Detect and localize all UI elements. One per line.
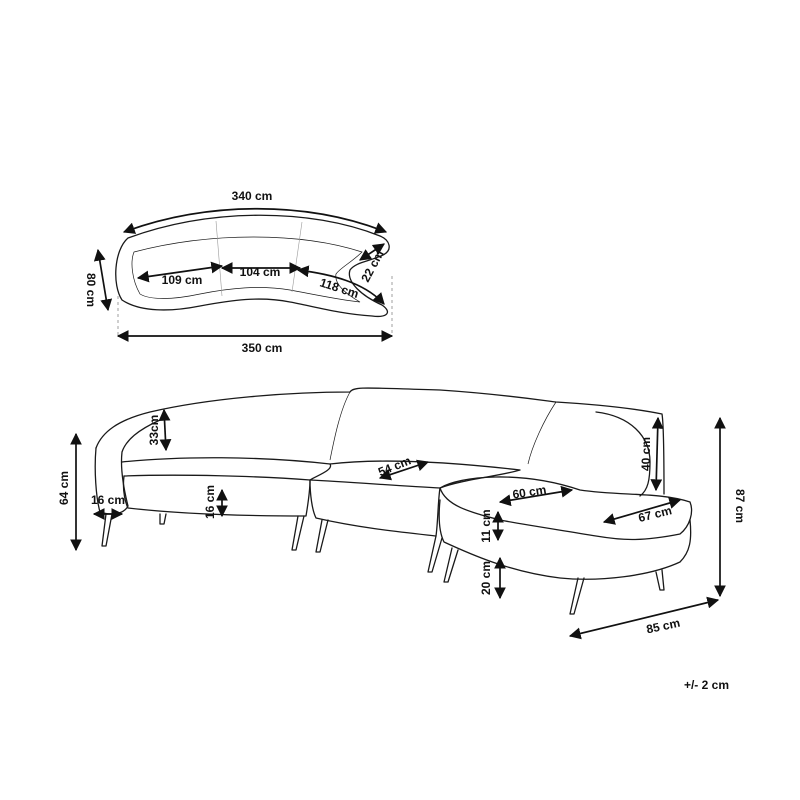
leg-1 [101, 513, 113, 547]
seat-base-left [122, 475, 311, 517]
dim-arrow-arm-width [359, 243, 385, 261]
dim-label-total-width: 350 cm [242, 341, 283, 355]
dim-arrow-seat-depth [498, 485, 574, 507]
dim-arrow-seat-depth-mid [378, 459, 430, 481]
seat-base-mid [309, 479, 441, 537]
dim-arrow-chaise-width [602, 497, 682, 525]
dim-label-seg-mid: 104 cm [240, 265, 281, 279]
dim-arrow-outer-arc [122, 207, 388, 234]
backrest-joint-2 [527, 401, 557, 465]
top-view-joint-right [291, 221, 303, 293]
dim-label-seg-left: 109 cm [162, 273, 203, 287]
leg-2 [159, 513, 167, 525]
tolerance-note: +/- 2 cm [684, 678, 729, 692]
dim-label-depth: 80 cm [84, 273, 98, 307]
backrest-joint-1 [329, 391, 351, 461]
dim-label-cushion-height: 16 cm [203, 485, 217, 519]
dim-label-seat-depth: 60 cm [511, 482, 547, 501]
dim-label-leg-offset: 16 cm [91, 493, 125, 507]
leg-7 [569, 577, 585, 615]
leg-4 [315, 519, 329, 553]
dim-label-back-height: 33cm [147, 415, 161, 446]
left-arm [94, 419, 161, 515]
top-view-outline [115, 214, 390, 318]
dim-arrow-total-depth [568, 596, 720, 640]
dim-arrow-back-height [158, 408, 172, 452]
dim-label-total-depth: 85 cm [645, 616, 681, 637]
leg-5 [427, 535, 443, 573]
leg-3 [291, 515, 305, 551]
leg-8 [655, 569, 665, 591]
dim-arrow-arm-height [650, 416, 664, 492]
seat-cushion-mid [309, 460, 521, 489]
dim-arrow-seg-left [136, 261, 224, 283]
dim-label-chaise-width: 67 cm [637, 503, 673, 525]
dim-label-arm-height: 40 cm [639, 437, 653, 471]
dim-label-leg-height: 20 cm [479, 561, 493, 595]
top-view-dimensions: 340 cm 80 cm 22 cm 109 cm 104 cm 118 cm … [84, 189, 394, 355]
right-arm-inner [595, 411, 651, 497]
dim-label-seg-right: 118 cm [318, 275, 360, 301]
dim-arrow-seg-right [296, 265, 385, 305]
dim-label-arm-width: 22 cm [358, 248, 386, 285]
dim-label-chaise-cushion: 11 cm [479, 509, 493, 542]
dim-label-total-height: 87 cm [733, 489, 747, 523]
dim-label-seat-height: 64 cm [57, 471, 71, 505]
front-view-sofa [94, 387, 693, 615]
dim-label-seat-depth-mid: 54 cm [376, 453, 413, 479]
chaise-base [438, 499, 692, 580]
dim-arrow-depth [93, 248, 113, 312]
dim-label-outer-arc: 340 cm [232, 189, 273, 203]
top-view-joint-left [215, 220, 223, 297]
seat-cushion-left [121, 457, 332, 481]
leg-6 [443, 547, 459, 583]
